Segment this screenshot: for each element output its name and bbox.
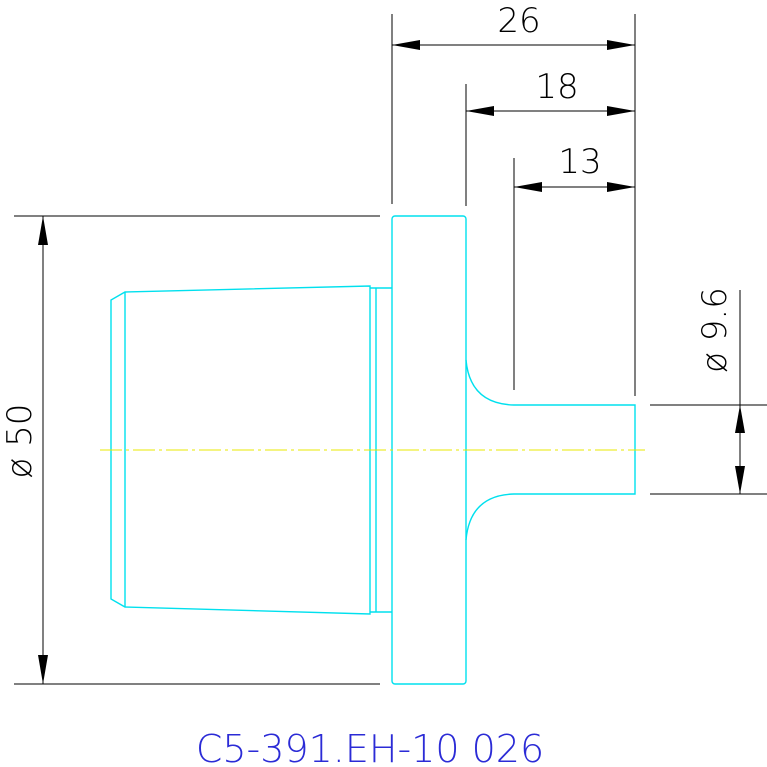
dim-shank-diameter: ø 9.6 (650, 287, 767, 495)
dim-outer-diameter: ø 50 (0, 215, 380, 685)
dim-dia-50-label: ø 50 (0, 404, 40, 479)
dim-18-label: 18 (535, 67, 578, 107)
dim-dia-9-6-label: ø 9.6 (695, 287, 735, 373)
dim-length-13: 13 (513, 142, 635, 390)
dim-length-18: 18 (465, 67, 635, 206)
dim-overall-length: 26 (391, 1, 636, 396)
dim-26-label: 26 (497, 1, 540, 41)
part-number: C5-391.EH-10 026 (196, 727, 544, 767)
shank (465, 359, 636, 541)
dim-13-label: 13 (558, 142, 601, 182)
